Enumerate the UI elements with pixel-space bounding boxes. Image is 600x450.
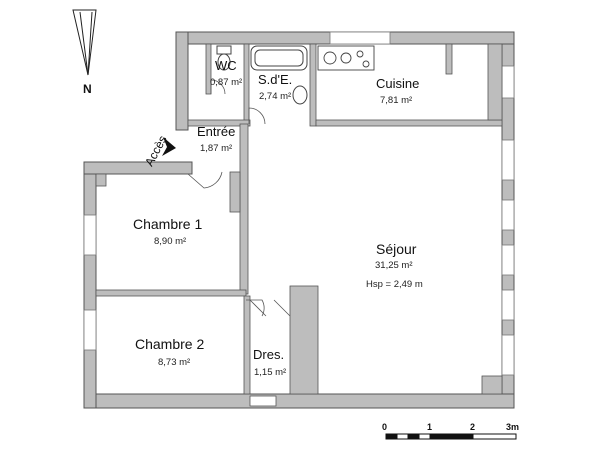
washbasin [292, 85, 308, 105]
scale-bar [385, 433, 517, 440]
room-area-sejour: 31,25 m² [375, 260, 413, 271]
doors [187, 79, 291, 407]
room-name-sejour: Séjour [376, 241, 417, 257]
scale-label-0: 0 [382, 422, 388, 432]
access-arrow-icon [162, 137, 176, 156]
room-height-sejour: Hsp = 2,49 m [366, 279, 423, 290]
room-area-chambre-1: 8,90 m² [154, 236, 187, 247]
room-name-wc: WC [215, 58, 237, 73]
room-name-sde: S.d'E. [258, 72, 293, 87]
room-area-dressing: 1,15 m² [254, 367, 287, 378]
toilet [216, 45, 232, 71]
room-name-chambre-1: Chambre 1 [133, 216, 203, 232]
north-arrow-icon [72, 9, 97, 76]
room-area-sde: 2,74 m² [259, 91, 292, 102]
scale-label-2: 2 [470, 422, 476, 432]
interior-walls [95, 43, 503, 395]
room-area-entree: 1,87 m² [200, 143, 233, 154]
room-area-wc: 0,87 m² [210, 77, 243, 88]
room-area-chambre-2: 8,73 m² [158, 357, 191, 368]
kitchen-counter [317, 45, 375, 71]
room-name-chambre-2: Chambre 2 [135, 336, 205, 352]
scale-label-1: 1 [427, 422, 433, 432]
scale-label-3m: 3m [506, 422, 520, 432]
room-name-entree: Entrée [197, 124, 236, 139]
room-name-cuisine: Cuisine [376, 76, 420, 91]
bathtub [250, 45, 308, 71]
room-area-cuisine: 7,81 m² [380, 95, 413, 106]
room-name-dressing: Dres. [253, 347, 285, 362]
north-label: N [83, 82, 92, 96]
windows [83, 31, 515, 376]
